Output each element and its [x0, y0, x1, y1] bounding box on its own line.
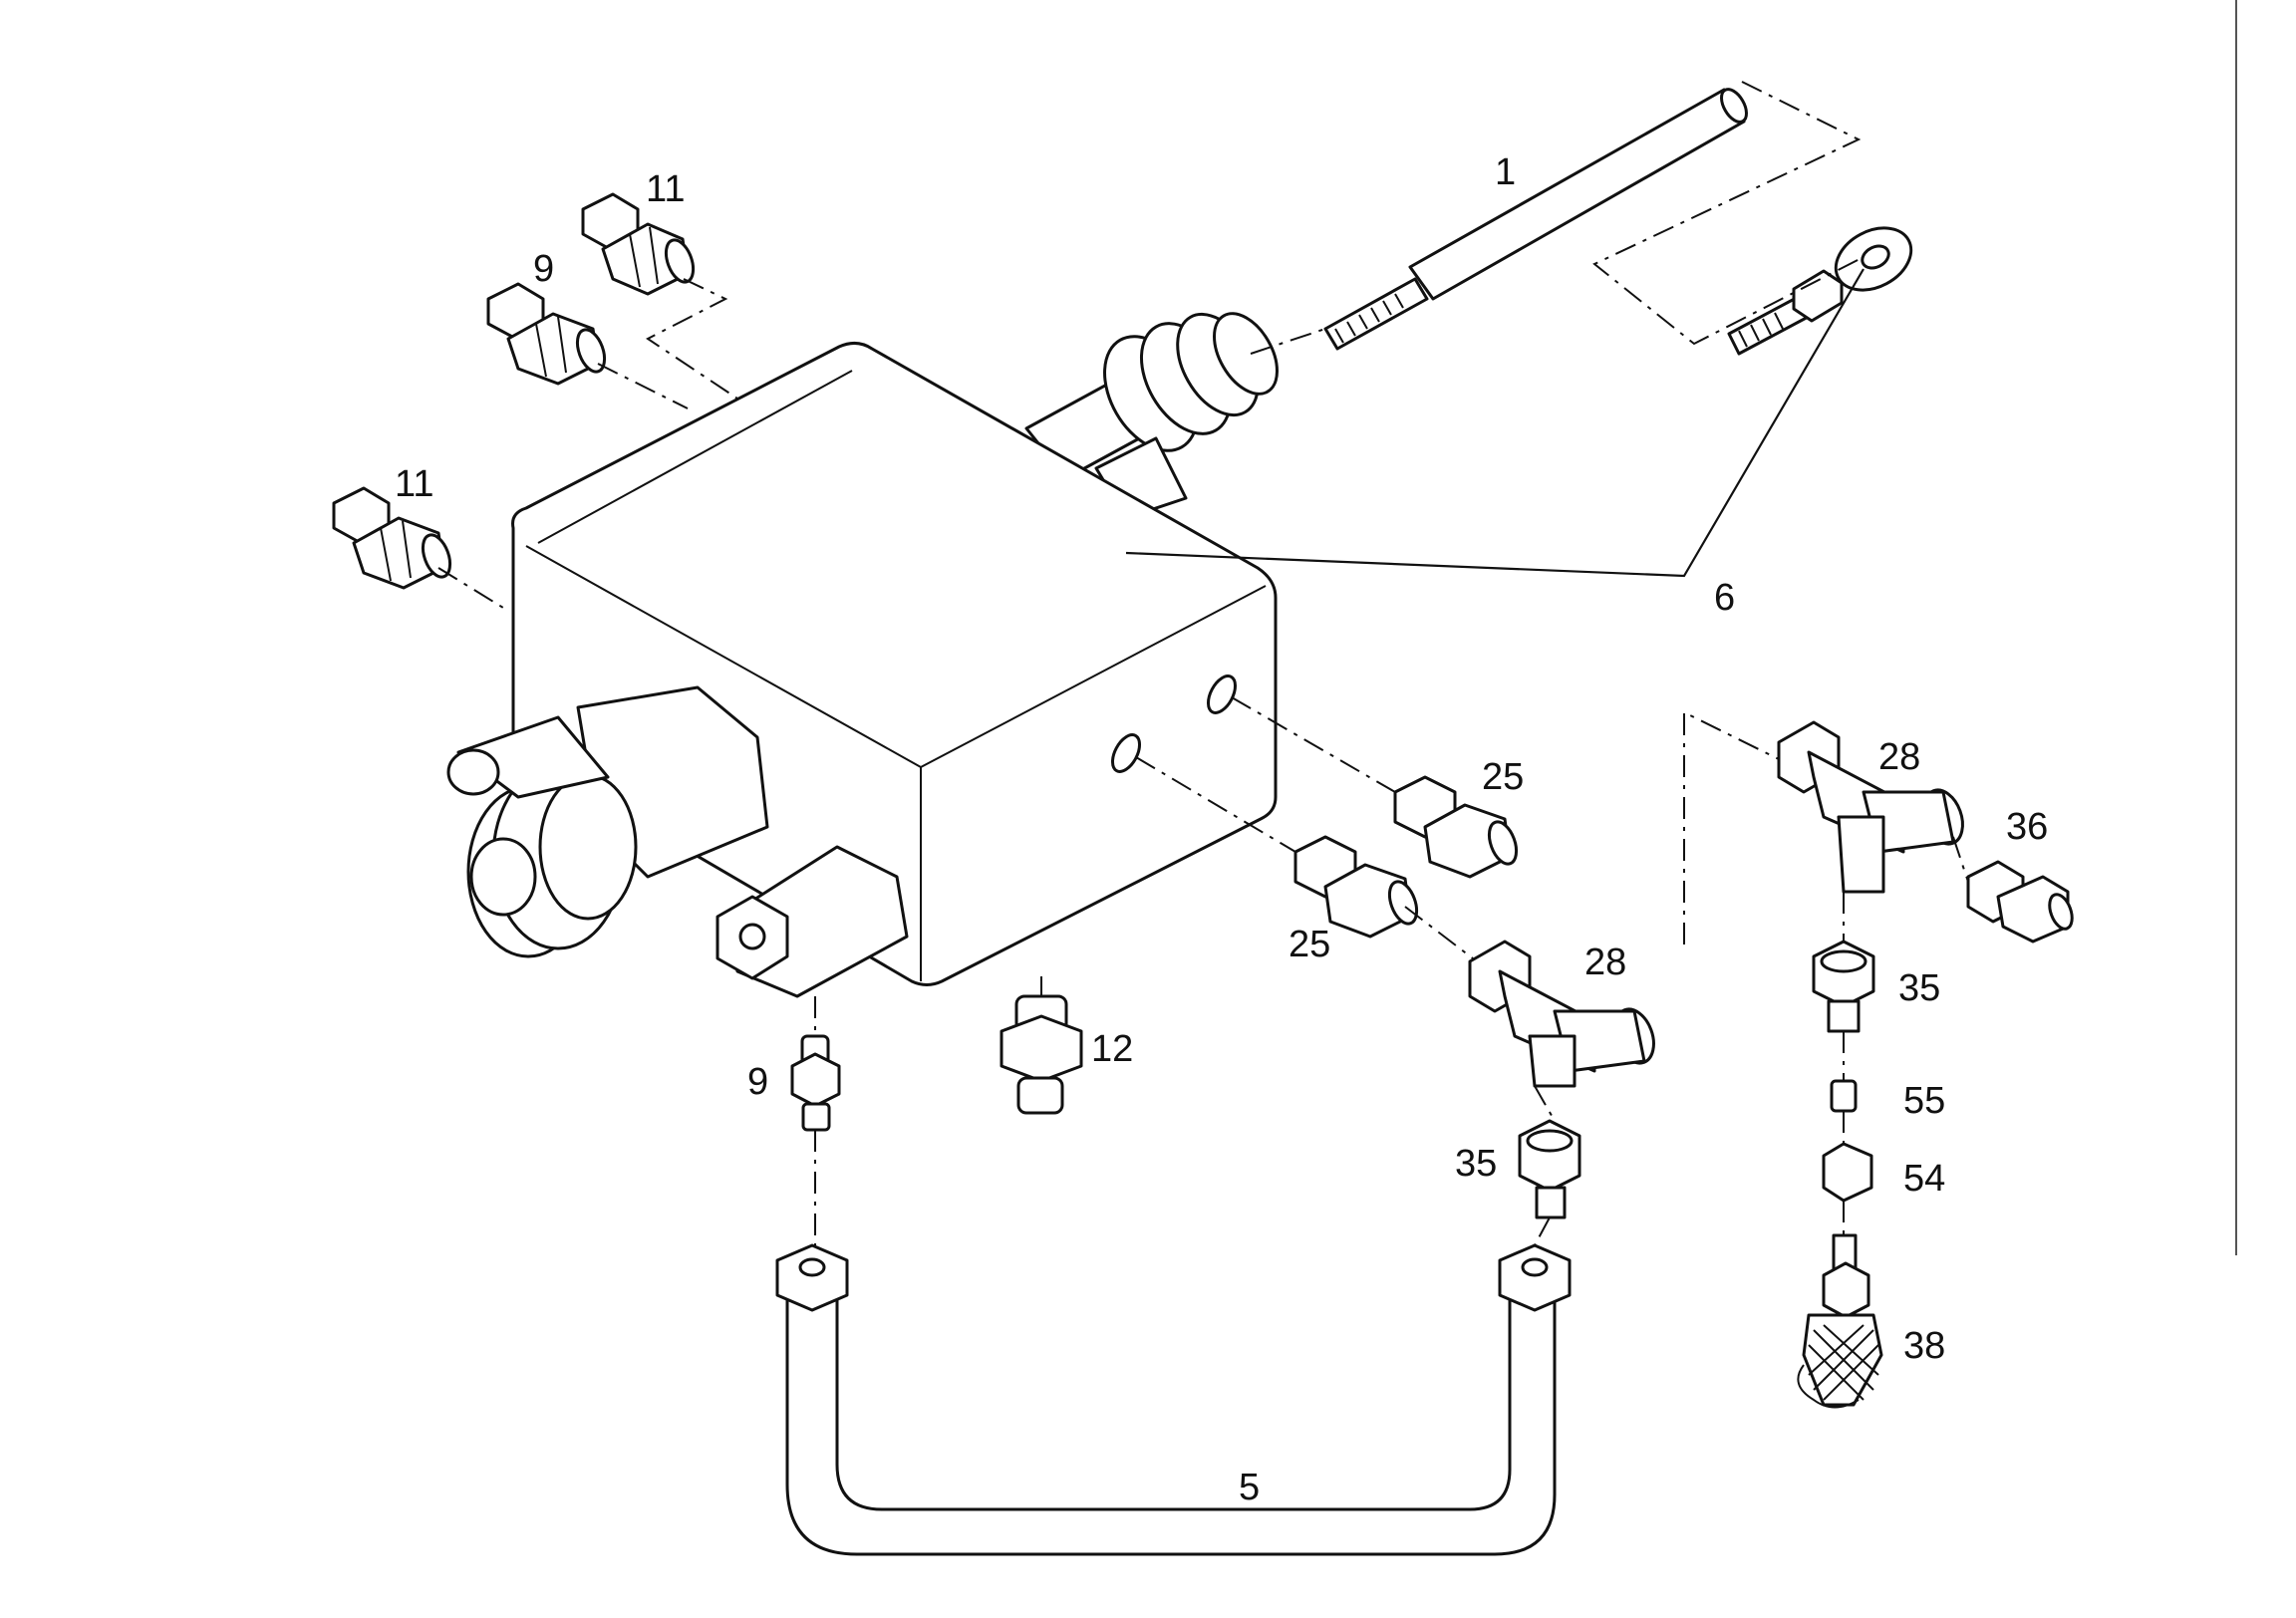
callout-28-center: 28 [1584, 942, 1626, 983]
part-9-fitting-bottom [790, 1034, 841, 1132]
callout-5: 5 [1239, 1467, 1260, 1508]
part-1-rod [1323, 88, 1748, 351]
part-35-fitting-right [1812, 940, 1875, 1033]
part-28-tee-right [1777, 720, 1964, 894]
callout-labels: 1 6 11 9 11 25 25 28 28 36 35 35 55 54 3… [395, 151, 2048, 1508]
part-6-rod-end [1727, 226, 1913, 356]
part-9-fitting-top [486, 282, 607, 386]
part-11-fitting-top [581, 192, 696, 296]
part-36-fitting [1966, 860, 2074, 944]
part-5-tube [775, 1243, 1572, 1556]
callout-35-right: 35 [1898, 967, 1940, 1009]
part-54-nut [1822, 1142, 1873, 1203]
callout-25-upper: 25 [1482, 756, 1524, 798]
callout-11-left: 11 [395, 463, 433, 505]
part-38-strainer [1797, 1233, 1883, 1409]
leader-lines [437, 81, 1969, 1246]
callout-11-top: 11 [646, 168, 685, 210]
callout-38: 38 [1903, 1325, 1945, 1367]
callout-25-lower: 25 [1289, 924, 1330, 965]
callout-1: 1 [1495, 151, 1516, 193]
part-55-sleeve [1830, 1079, 1858, 1113]
callout-35-center: 35 [1455, 1143, 1497, 1185]
part-28-tee-center [1468, 940, 1655, 1088]
part-11-fitting-left [332, 486, 452, 590]
callout-12: 12 [1091, 1028, 1133, 1070]
callout-6: 6 [1714, 577, 1735, 619]
part-25-fitting-lower [1293, 835, 1419, 939]
callout-9-bottom: 9 [747, 1061, 768, 1103]
callout-28-right: 28 [1878, 736, 1920, 778]
callout-36: 36 [2006, 806, 2048, 848]
valve-body [446, 312, 1279, 998]
part-12-fitting [1000, 994, 1083, 1115]
callout-9-top: 9 [533, 248, 554, 290]
callout-55: 55 [1903, 1080, 1945, 1122]
part-35-fitting-center [1518, 1119, 1581, 1219]
part-25-fitting-upper [1393, 775, 1519, 879]
callout-54: 54 [1903, 1158, 1945, 1200]
